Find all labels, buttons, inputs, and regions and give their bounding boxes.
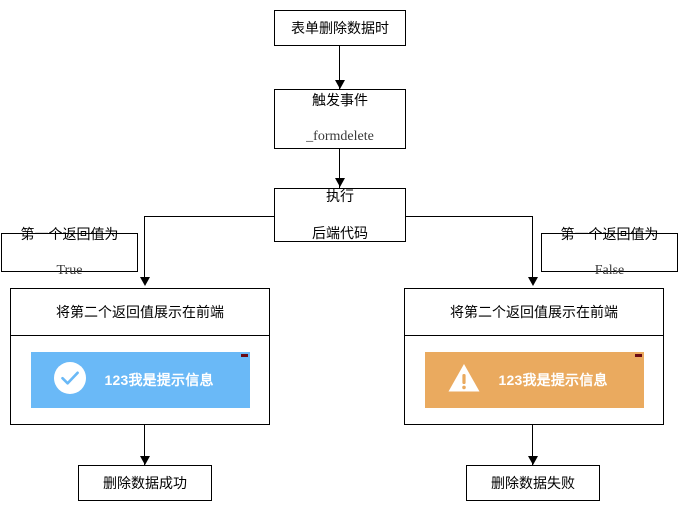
label-branch-true-text: 第一个返回值为 xyxy=(20,225,119,242)
node-result-fail-label: 删除数据失败 xyxy=(491,474,575,491)
connector-start-to-trigger xyxy=(339,45,340,89)
warning-triangle-icon xyxy=(447,361,481,400)
arrowhead-execute-to-panel-right xyxy=(528,277,538,286)
label-branch-false-text: 第一个返回值为 xyxy=(560,225,659,242)
connector-panel-right-to-result xyxy=(532,425,533,465)
alert-success-text: 123我是提示信息 xyxy=(104,372,214,388)
arrowhead-panel-left-to-result xyxy=(140,456,150,465)
alert-warning[interactable]: 123我是提示信息 xyxy=(424,352,644,408)
connector-execute-right-horizontal xyxy=(404,216,533,217)
connector-trigger-to-execute xyxy=(339,148,340,188)
connector-execute-right-vertical xyxy=(532,216,533,282)
label-branch-false-value: False xyxy=(594,262,625,278)
arrowhead-execute-to-panel-left xyxy=(140,277,150,286)
alert-success[interactable]: 123我是提示信息 xyxy=(30,352,250,408)
panel-show-second-return-value-left[interactable]: 将第二个返回值展示在前端 123我是提示信息 xyxy=(10,288,270,425)
node-execute-sublabel: 后端代码 xyxy=(312,225,368,242)
node-result-success-label: 删除数据成功 xyxy=(103,474,187,491)
panel-left-header: 将第二个返回值展示在前端 xyxy=(11,289,269,336)
node-execute-label: 执行 xyxy=(326,188,354,205)
check-circle-icon xyxy=(53,361,87,400)
node-result-delete-success[interactable]: 删除数据成功 xyxy=(78,465,212,501)
label-branch-false[interactable]: 第一个返回值为 False xyxy=(541,226,678,278)
panel-show-second-return-value-right[interactable]: 将第二个返回值展示在前端 123我是提示信息 xyxy=(404,288,664,425)
node-trigger-event[interactable]: 触发事件 _formdelete xyxy=(274,89,406,149)
connector-execute-left-horizontal xyxy=(144,216,276,217)
alert-success-close-icon[interactable] xyxy=(240,354,248,357)
node-start[interactable]: 表单删除数据时 xyxy=(274,10,406,46)
node-trigger-sublabel: _formdelete xyxy=(306,129,374,145)
arrowhead-trigger-to-execute xyxy=(335,178,345,187)
node-execute-backend-code[interactable]: 执行 后端代码 xyxy=(274,188,406,242)
panel-right-body: 123我是提示信息 xyxy=(405,336,663,424)
node-trigger-label: 触发事件 xyxy=(311,92,368,109)
alert-warning-close-icon[interactable] xyxy=(634,354,642,357)
arrowhead-panel-right-to-result xyxy=(528,456,538,465)
label-branch-true-value: True xyxy=(56,262,83,278)
connector-execute-left-vertical xyxy=(144,216,145,282)
node-start-label: 表单删除数据时 xyxy=(291,19,389,36)
connector-panel-left-to-result xyxy=(144,425,145,465)
alert-warning-text: 123我是提示信息 xyxy=(498,372,608,388)
panel-left-body: 123我是提示信息 xyxy=(11,336,269,424)
panel-right-header: 将第二个返回值展示在前端 xyxy=(405,289,663,336)
label-branch-true[interactable]: 第一个返回值为 True xyxy=(1,226,138,278)
arrowhead-start-to-trigger xyxy=(335,80,345,89)
node-result-delete-fail[interactable]: 删除数据失败 xyxy=(466,465,600,501)
